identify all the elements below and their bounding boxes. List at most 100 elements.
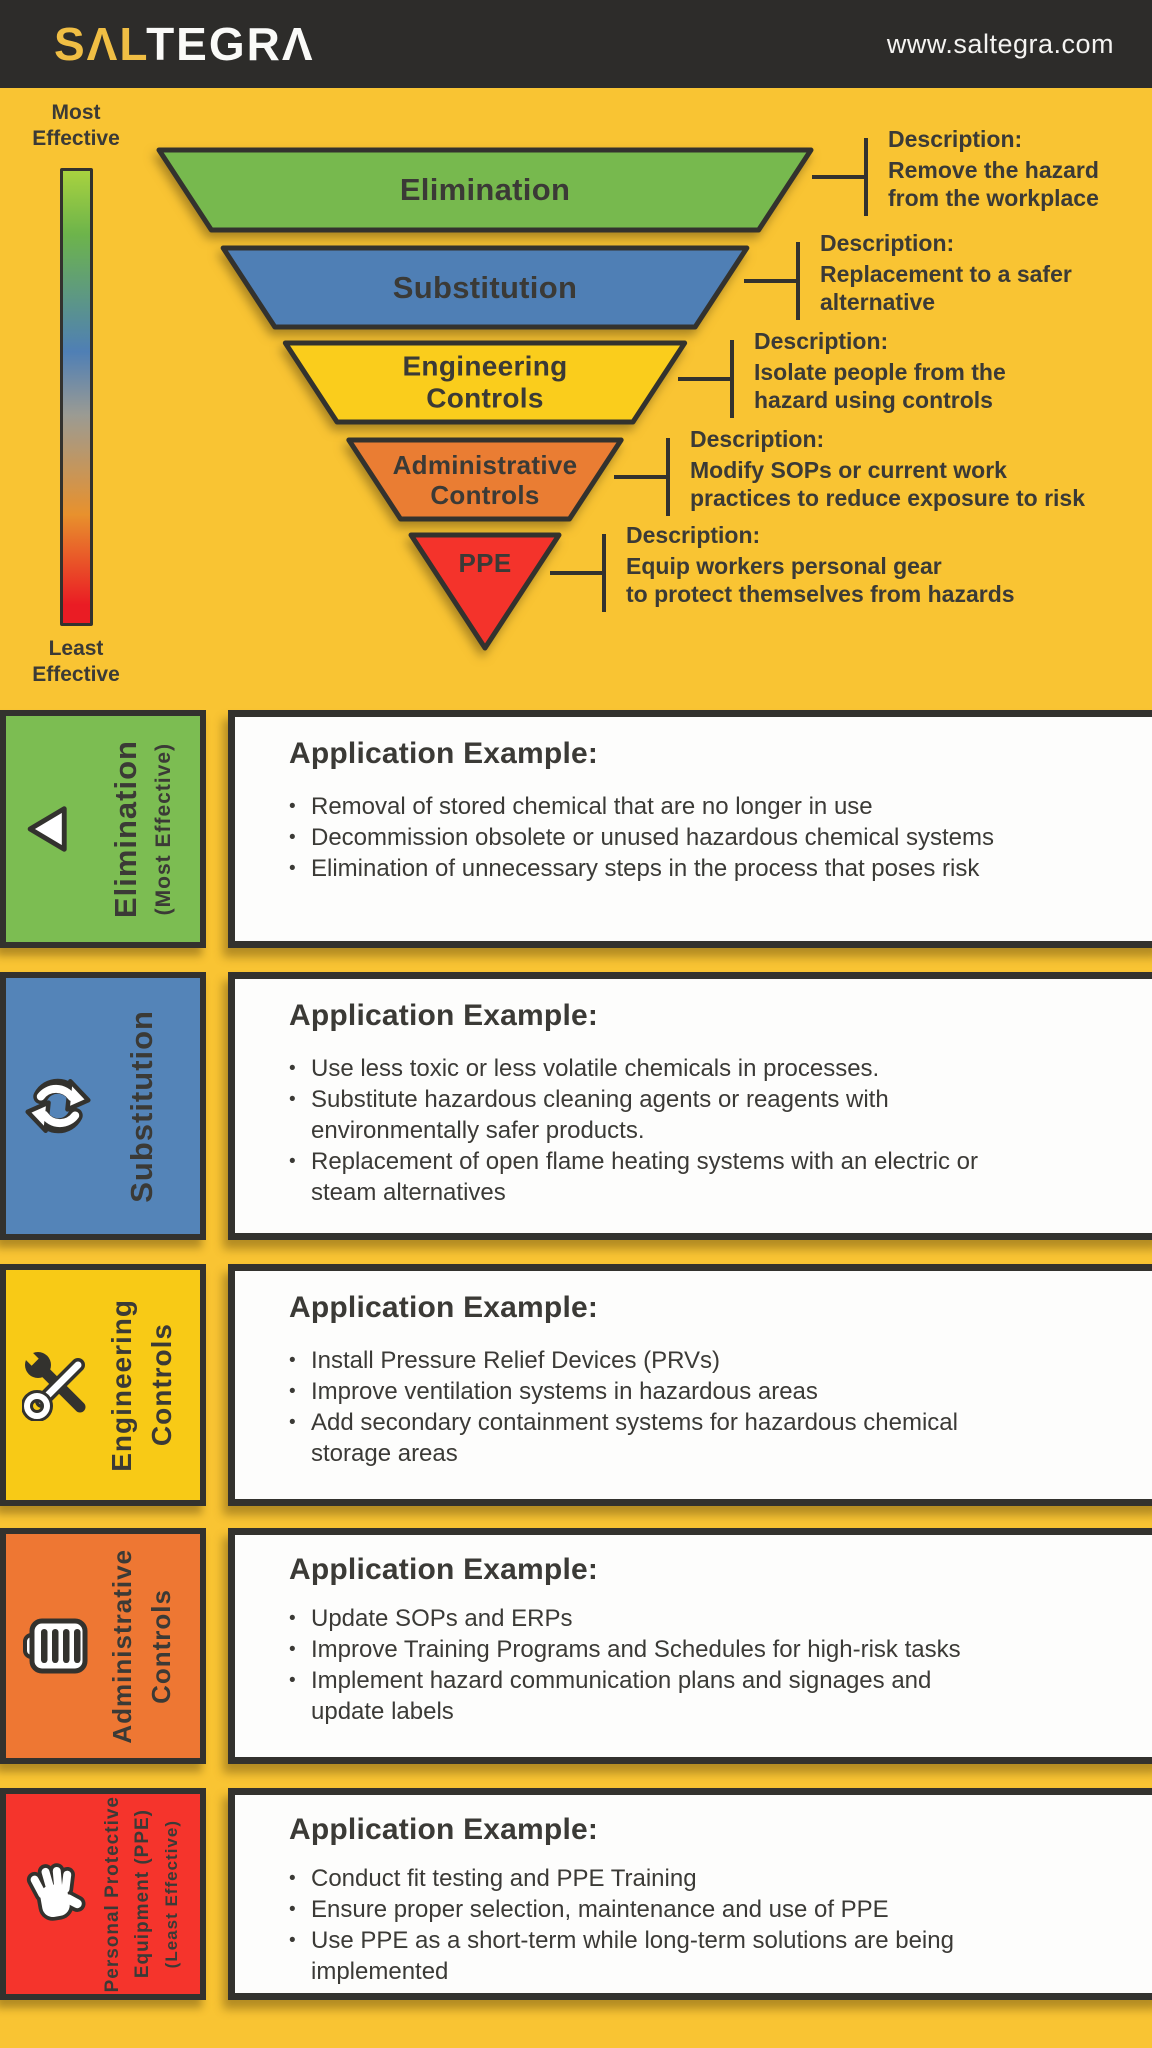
- bullet-text: implemented: [311, 1958, 449, 1985]
- bullet-text: Add secondary containment systems for ha…: [311, 1409, 958, 1436]
- section-sidebar-substitution: Substitution: [0, 972, 206, 1240]
- pyramid-level-elimination: [156, 147, 814, 233]
- description-title: Description:: [690, 426, 825, 452]
- bullet-text: Use less toxic or less volatile chemical…: [311, 1055, 880, 1082]
- bullet-dot: •: [289, 1608, 296, 1629]
- description-line: Replacement to a safer: [820, 261, 1072, 287]
- bullet-item-line: update labels: [289, 1696, 1127, 1727]
- description-line: practices to reduce exposure to risk: [690, 485, 1085, 511]
- bullet-item-line: •Removal of stored chemical that are no …: [289, 791, 1127, 822]
- pyramid-level-label-ppe: PPE: [459, 548, 512, 578]
- bullet-text: Implement hazard communication plans and…: [311, 1667, 932, 1694]
- bullet-text: environmentally safer products.: [311, 1117, 645, 1144]
- bullet-item-line: •Use less toxic or less volatile chemica…: [289, 1053, 1127, 1084]
- application-example-heading: Application Example:: [289, 737, 599, 770]
- description-line: alternative: [820, 289, 936, 315]
- description-line: Remove the hazard: [888, 157, 1099, 183]
- description-line: Modify SOPs or current work: [690, 457, 1007, 483]
- bullet-item-line: storage areas: [289, 1438, 1127, 1469]
- bullet-dot: •: [289, 1639, 296, 1660]
- bullet-list: •Removal of stored chemical that are no …: [289, 791, 1127, 884]
- bullet-list: • Conduct fit testing and PPE Training•En…: [289, 1863, 1127, 1987]
- description-connector-tick: [864, 138, 868, 216]
- application-example-box: Application Example:•Update SOPs and ERP…: [228, 1528, 1152, 1764]
- application-example-heading: Application Example:: [289, 999, 599, 1032]
- bullet-text: Substitute hazardous cleaning agents or …: [311, 1086, 889, 1113]
- bullet-item-line: •Decommission obsolete or unused hazardo…: [289, 822, 1127, 853]
- description-connector-line: [812, 175, 864, 179]
- description-connector-line: [744, 279, 796, 283]
- description-line: Isolate people from the: [754, 359, 1006, 385]
- description-title: Description:: [820, 230, 955, 256]
- pyramid-label-line: Substitution: [392, 270, 578, 306]
- sidebar-labels: Substitution: [92, 978, 192, 1234]
- application-example-box: Application Example:•Install Pressure Re…: [228, 1264, 1152, 1506]
- application-example-heading: Application Example:: [289, 1553, 599, 1586]
- section-elimination: Elimination(Most Effective)Application E…: [0, 710, 1152, 948]
- bullet-item-line: steam alternatives: [289, 1177, 1127, 1208]
- sidebar-sublabel: (Most Effective): [152, 742, 175, 916]
- bullet-item-line: environmentally safer products.: [289, 1115, 1127, 1146]
- bullet-item-line: • Improve ventilation systems in hazardou…: [289, 1376, 1127, 1407]
- application-example-box: Application Example: • Conduct fit testing…: [228, 1788, 1152, 2000]
- pyramid-level-substitution: [220, 245, 750, 330]
- sidebar-label: Engineering: [106, 1298, 137, 1472]
- section-substitution: Substitution Application Example: •Use les…: [0, 972, 1152, 1240]
- description-connector-line: [550, 571, 602, 575]
- bullet-dot: •: [289, 827, 296, 848]
- application-example-heading: Application Example:: [289, 1813, 599, 1846]
- pyramid-svg: [156, 147, 814, 651]
- website-url: www.saltegra.com: [886, 28, 1114, 59]
- bullet-text: Improve ventilation systems in hazardous…: [311, 1378, 818, 1405]
- bullet-item-line: •Install Pressure Relief Devices (PRVs): [289, 1345, 1127, 1376]
- sidebar-label: Equipment (PPE): [132, 1809, 153, 1979]
- description-line: hazard using controls: [754, 387, 993, 413]
- pyramid-label-line: PPE: [458, 547, 512, 578]
- bullet-list: •Install Pressure Relief Devices (PRVs)•…: [289, 1345, 1127, 1469]
- bullet-item-line: implemented: [289, 1956, 1127, 1987]
- pyramid-label-line: Controls: [430, 480, 540, 510]
- application-example-box: Application Example: •Removal of stored c…: [228, 710, 1152, 948]
- bullet-item-line: •Ensure proper selection, maintenance an…: [289, 1894, 1127, 1925]
- description-line: from the workplace: [888, 185, 1099, 211]
- sidebar-sublabel: (Least Effective): [162, 1819, 181, 1969]
- bullet-dot: •: [289, 858, 296, 879]
- bullet-text: update labels: [311, 1698, 454, 1725]
- bullet-dot: •: [289, 1868, 296, 1889]
- bullet-text: Conduct fit testing and PPE Training: [311, 1865, 697, 1892]
- bullet-item-line: •Substitute hazardous cleaning agents or…: [289, 1084, 1127, 1115]
- bullet-dot: •: [289, 1930, 296, 1951]
- bullet-text: Replacement of open flame heating system…: [311, 1148, 978, 1175]
- most-effective-label: Most Effective: [32, 101, 120, 151]
- bullet-item-line: • Add secondary containment systems for h…: [289, 1407, 1127, 1438]
- bullet-dot: •: [289, 1412, 296, 1433]
- bullet-item-line: •Use PPE as a short-term while long-term…: [289, 1925, 1127, 1956]
- description-connector-tick: [796, 242, 800, 320]
- pyramid-level-label-elimination: Elimination: [400, 172, 570, 208]
- pyramid-label-line: Administrative: [392, 449, 578, 480]
- description-connector-tick: [730, 340, 734, 418]
- bullet-text: steam alternatives: [311, 1179, 506, 1206]
- protective-glove-icon: [22, 1860, 90, 1928]
- description-line: Equip workers personal gear: [626, 553, 942, 579]
- description-title: Description:: [626, 522, 761, 548]
- bullet-text: Improve Training Programs and Schedules …: [311, 1636, 961, 1663]
- description-title: Description:: [888, 126, 1023, 152]
- application-example-box: Application Example: •Use less toxic or l…: [228, 972, 1152, 1240]
- least-effective-label: Least Effective: [32, 637, 120, 687]
- brand-logo-left: SΛL: [54, 18, 147, 70]
- bullet-dot: •: [289, 1350, 296, 1371]
- bullet-dot: •: [289, 1381, 296, 1402]
- description-connector-line: [678, 377, 730, 381]
